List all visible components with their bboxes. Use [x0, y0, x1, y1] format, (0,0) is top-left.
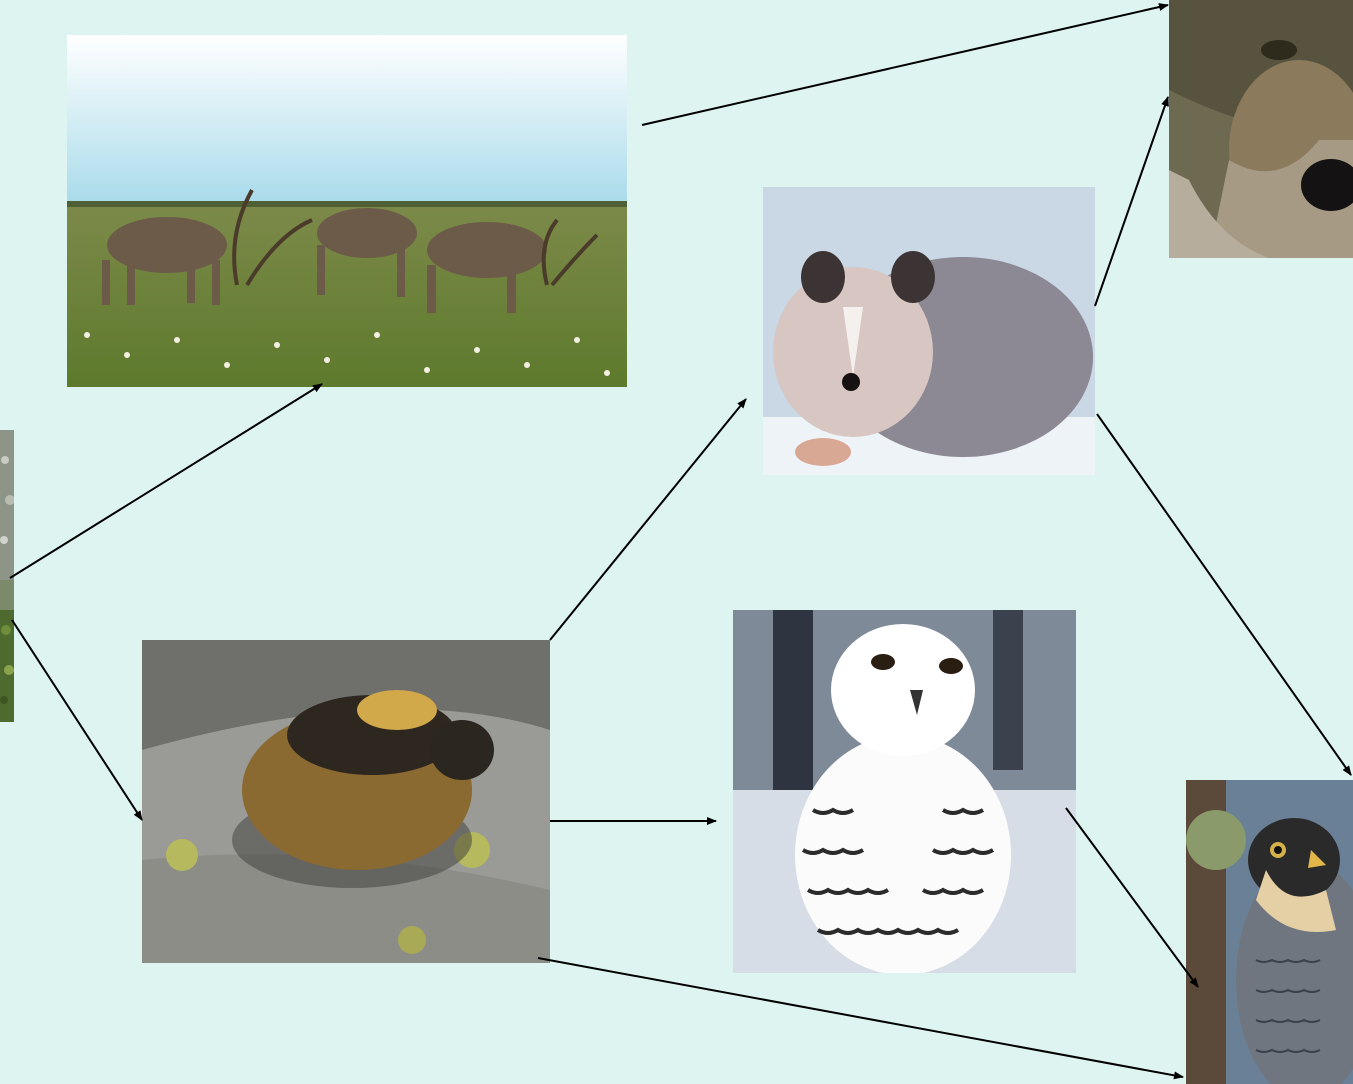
arrow-lemming-to-fox	[549, 398, 747, 641]
arrow-lemming-to-falcon	[537, 957, 1184, 1080]
snowy-owl-photo	[733, 610, 1076, 973]
arrow-fox-to-wolf	[1094, 96, 1169, 307]
arctic-fox-photo	[763, 187, 1095, 475]
arrow-plants-to-caribou	[9, 383, 323, 579]
peregrine-falcon-photo	[1186, 780, 1353, 1084]
tundra-plants-photo	[0, 430, 14, 722]
arrow-caribou-to-wolf	[641, 3, 1169, 126]
lemming-photo	[142, 640, 550, 963]
arrow-fox-to-falcon	[1096, 413, 1352, 776]
wolf-photo	[1169, 0, 1353, 258]
arrow-plants-to-lemming	[11, 619, 143, 821]
arrow-owl-to-falcon	[1065, 807, 1199, 988]
caribou-herd-photo	[67, 35, 627, 387]
